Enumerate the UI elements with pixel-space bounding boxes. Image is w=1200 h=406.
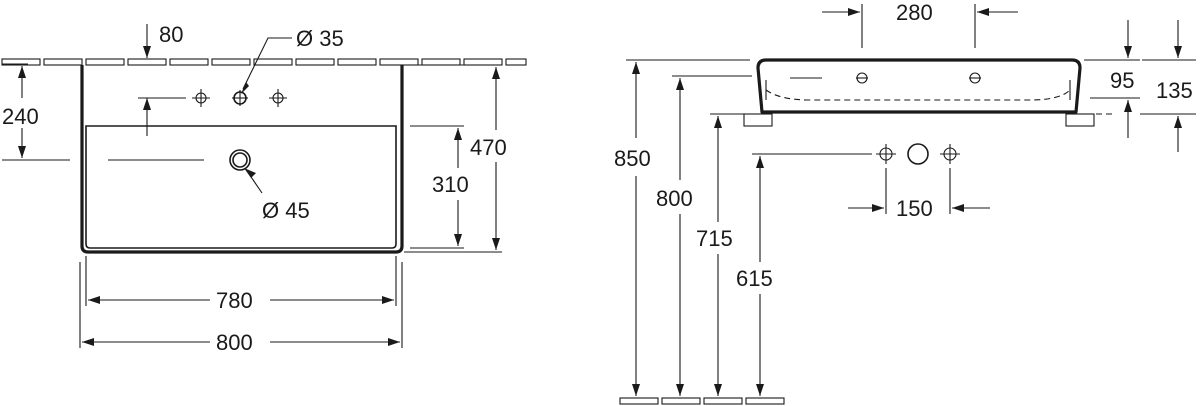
dim-850-label: 850 (614, 146, 651, 171)
dim-780-label: 780 (216, 288, 253, 313)
basin-front-outline (756, 58, 1082, 114)
dim-280-label: 280 (896, 0, 933, 25)
top-view: 80 Ø 35 Ø 45 240 470 310 (1, 22, 527, 355)
side-view: 280 95 135 (614, 0, 1196, 405)
floor-line (619, 397, 785, 405)
dim-470-label: 470 (470, 135, 507, 160)
wall-line-top (1, 58, 527, 66)
waste-hole (229, 149, 251, 171)
dim-135-label: 135 (1156, 78, 1193, 103)
inner-bowl (85, 125, 397, 249)
dim-800-label: 800 (216, 330, 253, 355)
drain-symbols (876, 143, 960, 165)
dim-800-side-label: 800 (656, 186, 693, 211)
dim-95-label: 95 (1110, 68, 1134, 93)
basin-outline (80, 65, 404, 254)
optional-hole-right (269, 89, 287, 107)
wall-bracket-left (743, 113, 773, 127)
optional-hole-left (192, 89, 210, 107)
wall-bracket-right (1065, 113, 1095, 127)
dim-80-label: 80 (159, 22, 183, 47)
bowl-dashed-line (765, 89, 1071, 101)
dim-240-label: 240 (2, 104, 39, 129)
dim-715-label: 715 (696, 226, 733, 251)
dim-diameter-45-label: Ø 45 (262, 198, 310, 223)
dim-615-label: 615 (736, 266, 773, 291)
dim-diameter-35-label: Ø 35 (296, 26, 344, 51)
dim-150-label: 150 (896, 196, 933, 221)
dim-310-label: 310 (432, 172, 469, 197)
